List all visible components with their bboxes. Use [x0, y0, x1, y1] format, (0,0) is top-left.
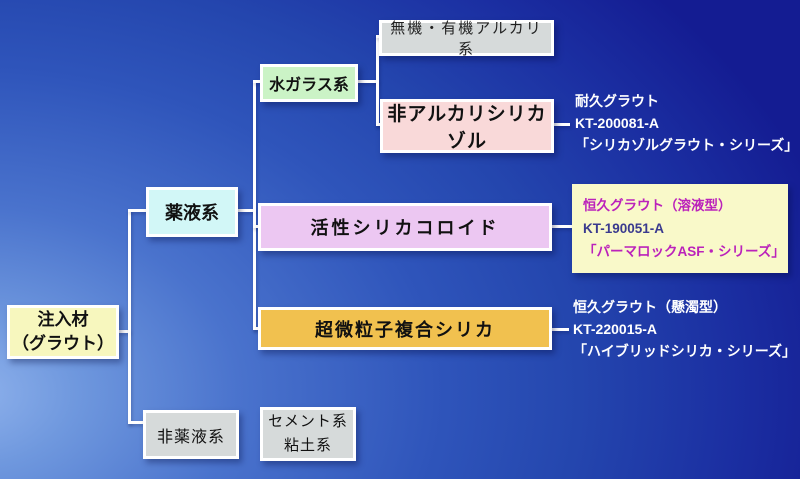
annotation-permanent-suspension-product: 恒久グラウト（懸濁型）	[573, 299, 727, 315]
connector-to-alkali	[376, 35, 381, 38]
node-non-alkali-label: 非アルカリシリカゾル	[387, 104, 547, 152]
node-ultra-fine-composite-silica: 超微粒子複合シリカ	[258, 307, 552, 350]
annotation-durable-grout: 耐久グラウト KT-200081-A 「シリカゾルグラウト・シリーズ」	[575, 90, 798, 156]
annotation-durable-grout-product: 耐久グラウト	[575, 93, 659, 109]
node-water-glass-label: 水ガラス系	[269, 77, 349, 94]
annotation-permanent-suspension-code: KT-220015-A	[573, 321, 658, 337]
connector-to-active-colloid	[253, 225, 259, 228]
node-cement-label-line1: セメント系	[268, 413, 348, 430]
annotation-permanent-suspension-series: 「ハイブリッドシリカ・シリーズ」	[573, 343, 797, 359]
node-active-colloid-label: 活性シリカコロイド	[310, 218, 500, 238]
connector-trunk-vertical	[128, 209, 131, 424]
node-cement-label-line2: 粘土系	[283, 437, 332, 454]
node-non-alkali-silica-sol: 非アルカリシリカゾル	[380, 99, 554, 153]
connector-to-permanent-suspension	[552, 328, 569, 331]
connector-to-non-alkali	[376, 123, 382, 126]
node-non-chemical-label: 非薬液系	[156, 428, 225, 446]
connector-to-non-chemical	[128, 421, 143, 424]
annotation-permanent-solution-product: 恒久グラウト（溶液型）	[583, 198, 732, 213]
node-active-silica-colloid: 活性シリカコロイド	[258, 203, 552, 251]
node-non-chemical-type: 非薬液系	[143, 410, 239, 459]
node-chemical-type: 薬液系	[146, 187, 238, 237]
node-chemical-label: 薬液系	[165, 203, 219, 223]
connector-to-water-glass	[253, 80, 261, 83]
connector-chemical-vertical	[253, 80, 256, 330]
node-cement-clay-type: セメント系 粘土系	[260, 407, 356, 461]
connector-to-permanent-solution	[552, 225, 572, 228]
node-water-glass-type: 水ガラス系	[260, 64, 358, 102]
node-alkali-label: 無機・有機アルカリ系	[390, 20, 543, 58]
connector-to-chemical	[128, 209, 146, 212]
node-inorganic-organic-alkali: 無機・有機アルカリ系	[379, 20, 554, 58]
connector-chemical-branch	[238, 209, 255, 212]
connector-water-glass-vertical	[376, 35, 379, 126]
node-root-label-line2: （グラウト）	[12, 334, 114, 353]
annotation-permanent-solution-code: KT-190051-A	[583, 221, 665, 236]
connector-to-durable-grout	[554, 123, 570, 126]
annotation-permanent-suspension: 恒久グラウト（懸濁型） KT-220015-A 「ハイブリッドシリカ・シリーズ」	[573, 296, 796, 362]
connector-to-ultra-fine	[253, 327, 259, 330]
annotation-permanent-solution-card: 恒久グラウト（溶液型） KT-190051-A 「パーマロックASF・シリーズ」	[572, 184, 788, 273]
annotation-durable-grout-series: 「シリカゾルグラウト・シリーズ」	[575, 137, 799, 153]
annotation-permanent-solution-series: 「パーマロックASF・シリーズ」	[583, 244, 785, 259]
connector-root-trunk	[118, 330, 130, 333]
node-root-label-line1: 注入材	[37, 310, 89, 329]
connector-water-glass-branch	[358, 80, 378, 83]
annotation-durable-grout-code: KT-200081-A	[575, 115, 660, 131]
node-ultra-fine-label: 超微粒子複合シリカ	[315, 319, 495, 340]
node-root-grout: 注入材 （グラウト）	[7, 305, 119, 359]
